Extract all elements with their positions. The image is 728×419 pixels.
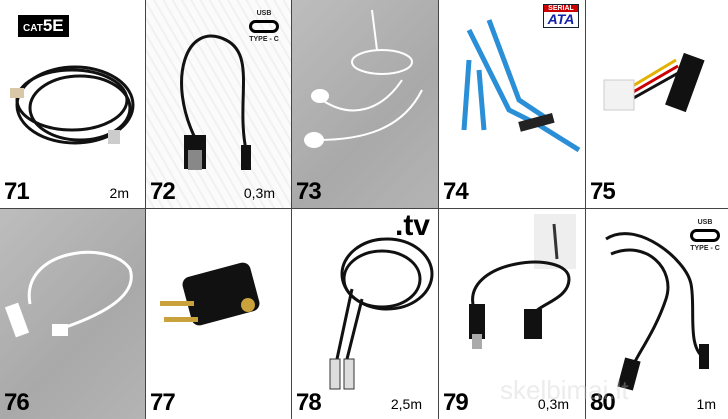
airplane-audio-adapter-image <box>160 262 260 326</box>
usb-c-port-icon <box>249 20 279 33</box>
item-length: 1m <box>696 396 716 412</box>
product-73[interactable]: 73 <box>292 0 438 208</box>
item-length: 0,3m <box>243 185 275 201</box>
item-number: 77 <box>150 389 176 416</box>
product-79[interactable]: 79 0,3m <box>439 209 585 419</box>
item-number: 75 <box>590 178 616 205</box>
product-71[interactable]: CAT5E 71 2m <box>0 0 145 208</box>
power-adapter-cable-image <box>603 52 705 113</box>
item-length: 2m <box>109 185 129 201</box>
product-77[interactable]: 77 <box>146 209 291 419</box>
item-number: 80 <box>590 389 616 416</box>
item-number: 76 <box>4 389 30 416</box>
item-number: 73 <box>296 178 322 205</box>
cat5e-badge: CAT5E <box>18 15 69 37</box>
item-length: 2,5m <box>390 396 422 412</box>
product-75[interactable]: 75 <box>586 0 728 208</box>
usb-c-cable-image <box>605 232 709 391</box>
product-78[interactable]: .tv 78 2,5m <box>292 209 438 419</box>
usb-c-cable-image <box>180 34 251 170</box>
item-number: 78 <box>296 389 322 416</box>
item-length: 0,3m <box>537 396 569 412</box>
item-number: 79 <box>443 389 469 416</box>
usb-extension-cable-image <box>469 214 576 349</box>
ethernet-cable-image <box>10 65 135 145</box>
item-number: 71 <box>4 178 30 205</box>
earphones-image <box>304 9 423 148</box>
tv-antenna-cable-image <box>329 237 434 390</box>
item-number: 72 <box>150 178 176 205</box>
audio-extension-cable-image <box>4 250 133 338</box>
sata-cable-image <box>461 19 581 153</box>
product-76[interactable]: 76 <box>0 209 145 419</box>
item-number: 74 <box>443 178 469 205</box>
usb-c-port-icon <box>690 229 720 242</box>
tv-logo: .tv <box>394 209 430 242</box>
